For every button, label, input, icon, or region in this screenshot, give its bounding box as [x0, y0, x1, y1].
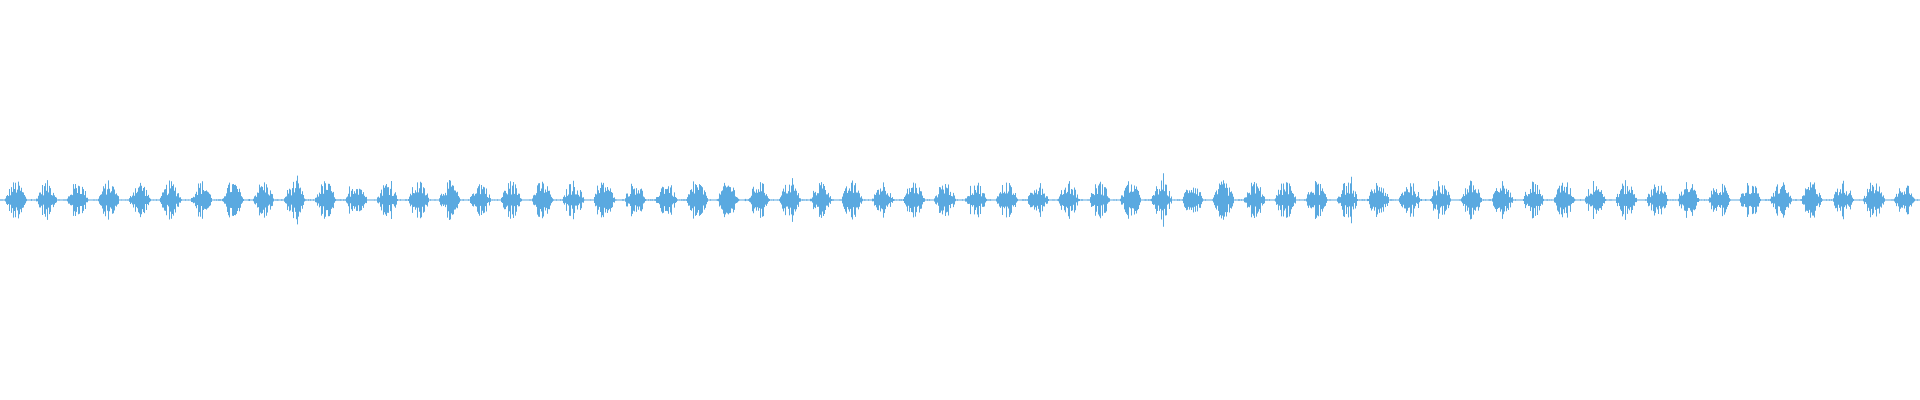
waveform-bars: [0, 173, 1920, 227]
